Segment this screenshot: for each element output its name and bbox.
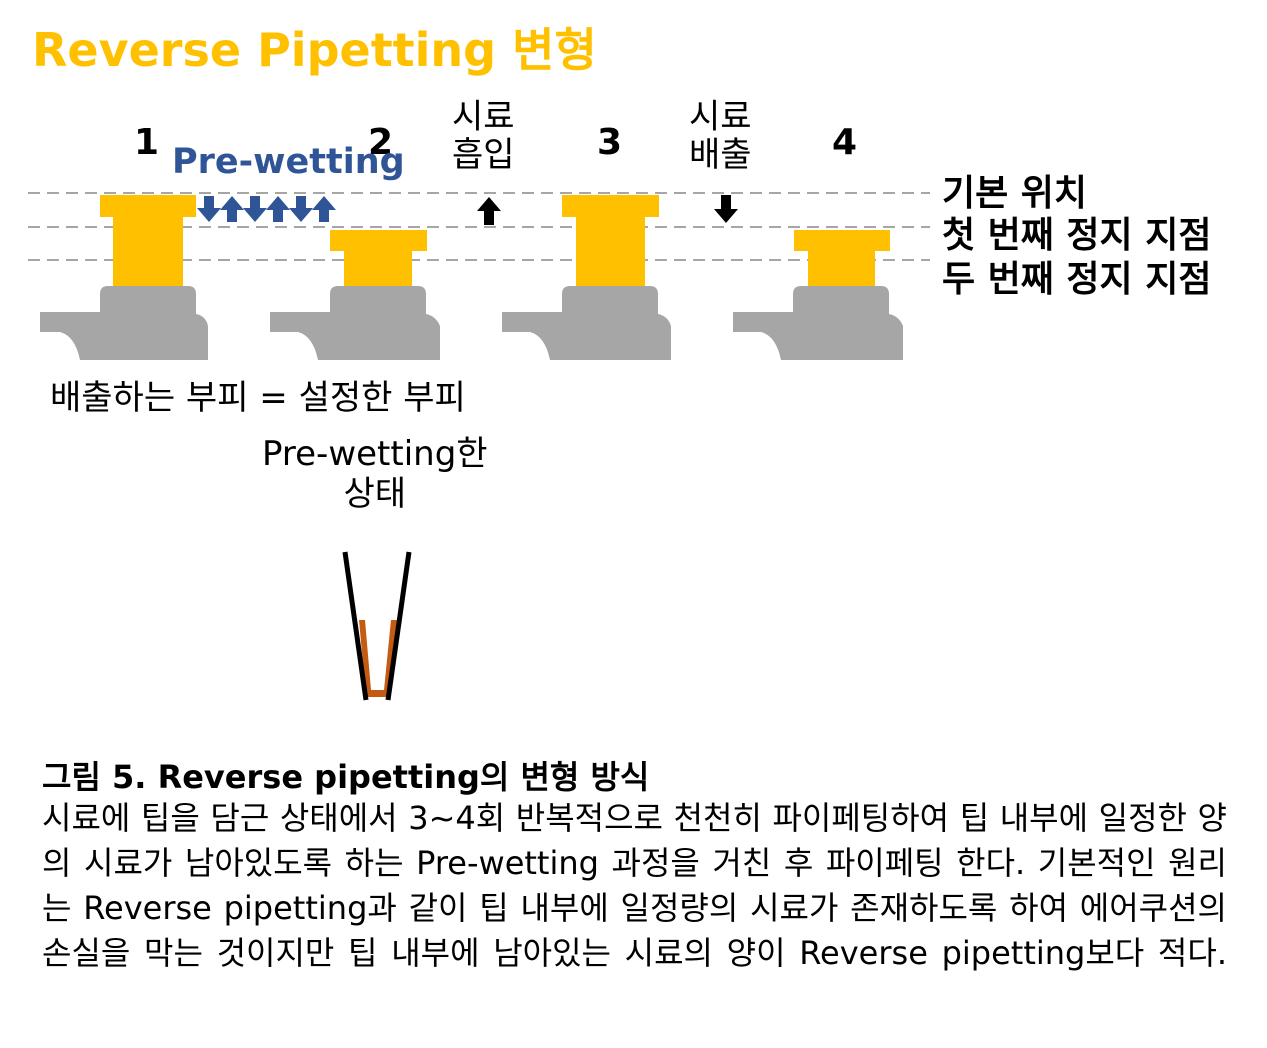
down-arrow-icon — [714, 195, 738, 223]
pipette-body — [502, 286, 671, 360]
pipette-3 — [502, 195, 671, 360]
up-arrow-icon — [220, 196, 244, 222]
up-arrow-icon — [266, 196, 290, 222]
step-number-3: 3 — [597, 122, 623, 163]
plunger-shaft — [808, 251, 875, 286]
residual-liquid — [359, 620, 397, 697]
pipette-body — [733, 286, 903, 360]
pipette-body — [40, 286, 208, 360]
down-arrow-icon — [243, 196, 267, 222]
pipette-1 — [40, 195, 208, 360]
up-arrow-icon — [477, 197, 501, 225]
step-number-2: 2 — [368, 122, 394, 163]
plunger-head — [562, 195, 659, 217]
volume-caption: 배출하는 부피 = 설정한 부피 — [50, 378, 466, 418]
aspirate-label: 시료 흡입 — [452, 97, 515, 175]
down-arrow-icon — [197, 196, 221, 222]
pipette-tip-icon — [342, 551, 412, 701]
plunger-shaft — [113, 217, 183, 286]
down-arrow-icon — [289, 196, 313, 222]
page-title: Reverse Pipetting 변형 — [32, 23, 597, 77]
prewetting-label: Pre-wetting — [172, 142, 405, 182]
step-number-4: 4 — [832, 122, 858, 163]
pipette-4 — [733, 230, 903, 360]
plunger-head — [794, 230, 890, 251]
dispense-label: 시료 배출 — [689, 97, 752, 175]
plunger-head — [100, 195, 196, 217]
prewetting-arrows — [197, 196, 336, 222]
rest-position-label: 기본 위치 — [942, 173, 1088, 214]
plunger-shaft — [344, 251, 412, 286]
plunger-shaft — [576, 217, 645, 286]
figure-title: 그림 5. Reverse pipetting의 변형 방식 — [42, 758, 650, 796]
figure-caption: 그림 5. Reverse pipetting의 변형 방식 시료에 팁을 담근… — [42, 758, 1227, 976]
up-arrow-icon — [312, 196, 336, 222]
plunger-head — [330, 230, 427, 251]
pipette-2 — [270, 230, 440, 360]
second-stop-label: 두 번째 정지 지점 — [942, 259, 1212, 300]
pipette-body — [270, 286, 440, 360]
figure-body: 시료에 팁을 담근 상태에서 3~4회 반복적으로 천천히 파이페팅하여 팁 내… — [42, 799, 1227, 972]
state-caption: Pre-wetting한 상태 — [262, 434, 488, 514]
first-stop-label: 첫 번째 정지 지점 — [942, 215, 1212, 256]
step-number-1: 1 — [134, 122, 160, 163]
